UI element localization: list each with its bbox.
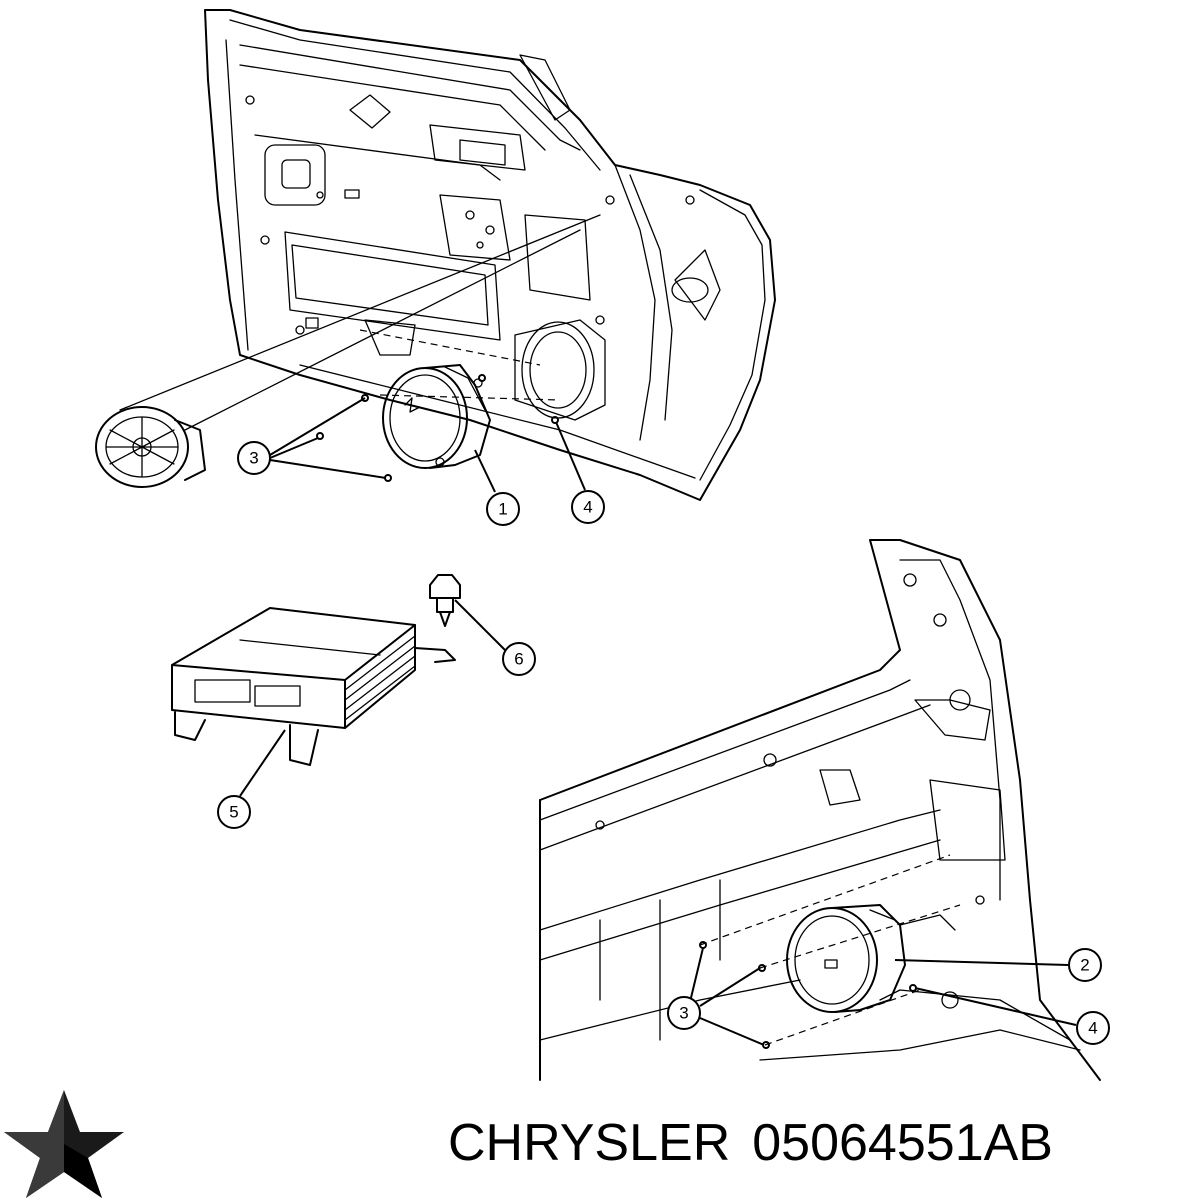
tweeter-leader-lower <box>184 229 581 431</box>
pentastar-logo-icon <box>4 1090 124 1198</box>
front-speaker <box>382 364 491 469</box>
rear-body-panel <box>539 539 1101 1081</box>
front-screws <box>316 374 559 482</box>
part-number: 05064551AB <box>752 1114 1053 1172</box>
brand-name: CHRYSLER <box>448 1114 731 1172</box>
amplifier-module <box>171 607 456 766</box>
callout-leaders <box>239 397 1077 1046</box>
rear-speaker <box>786 904 956 1013</box>
callout-3-front-label: 3 <box>249 449 258 468</box>
callout-3-rear: 3 <box>667 996 701 1030</box>
callout-6: 6 <box>502 642 536 676</box>
callout-2: 2 <box>1068 948 1102 982</box>
callout-1: 1 <box>486 492 520 526</box>
speaker-alignment-line-rear <box>699 854 961 1046</box>
front-tweeter <box>95 406 206 488</box>
callout-1-label: 1 <box>498 500 507 519</box>
callout-4-rear: 4 <box>1076 1011 1110 1045</box>
mounting-bolt <box>429 574 461 627</box>
callout-5: 5 <box>217 795 251 829</box>
part-caption: CHRYSLER 05064551AB <box>448 1108 1188 1178</box>
callout-5-label: 5 <box>229 803 238 822</box>
callout-4-rear-label: 4 <box>1088 1019 1097 1038</box>
speaker-alignment-line-front <box>359 329 561 401</box>
callout-4-front-label: 4 <box>583 498 592 517</box>
tweeter-leader-upper <box>119 214 601 411</box>
callout-2-label: 2 <box>1080 956 1089 975</box>
callout-3-front: 3 <box>237 441 271 475</box>
callout-4-front: 4 <box>571 490 605 524</box>
callout-3-rear-label: 3 <box>679 1004 688 1023</box>
front-door-panel <box>204 9 776 501</box>
callout-6-label: 6 <box>514 650 523 669</box>
